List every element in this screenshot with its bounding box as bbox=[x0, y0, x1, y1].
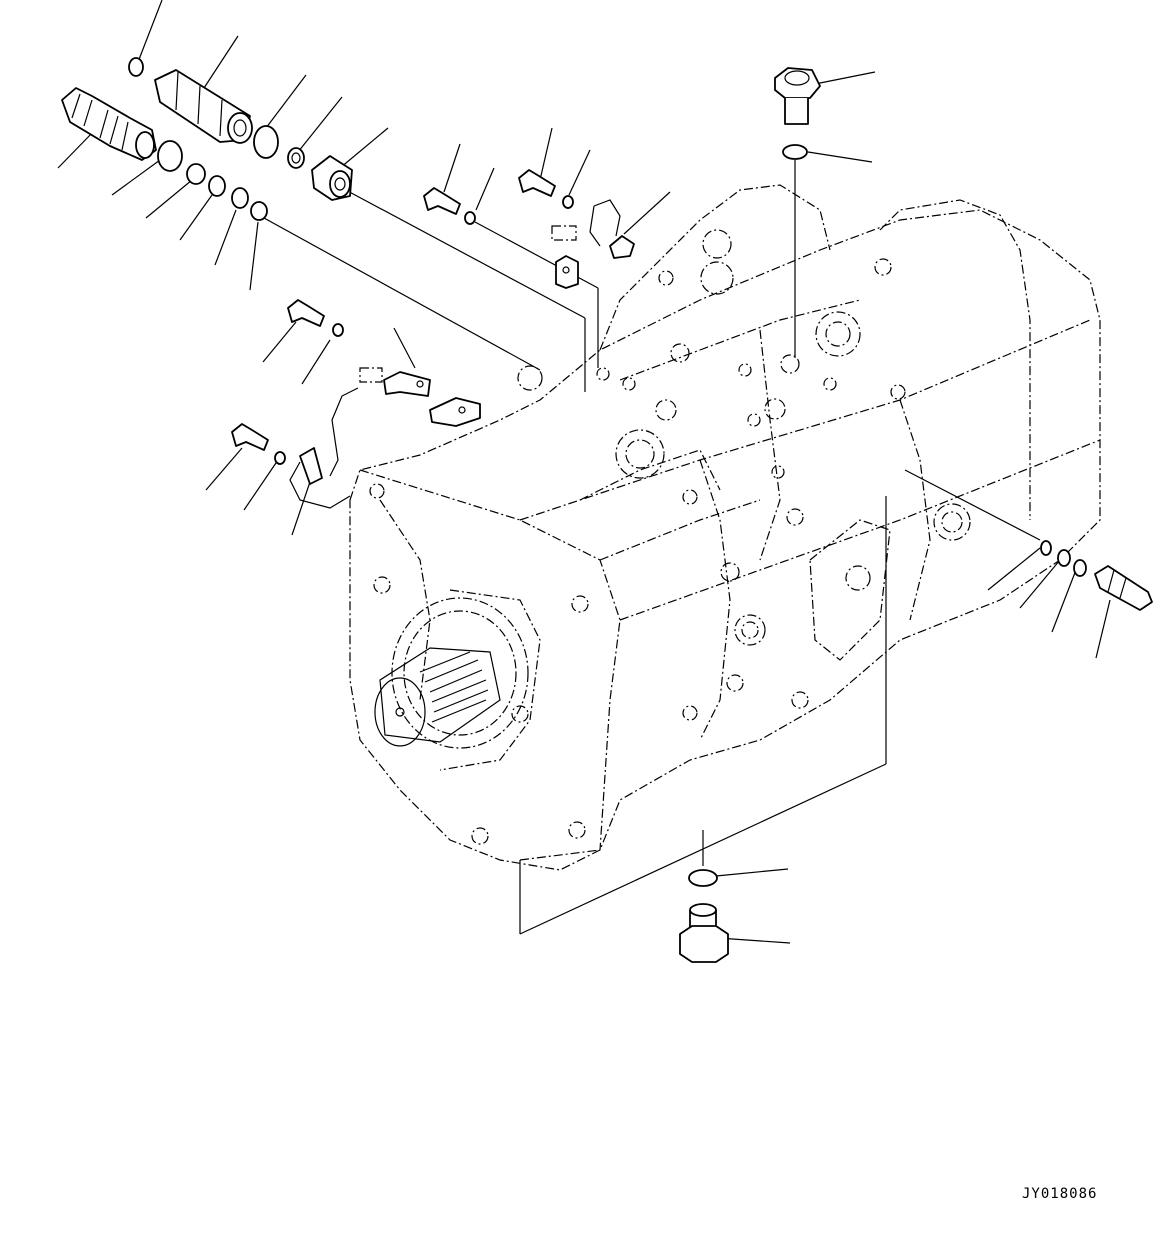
sensor-connector bbox=[429, 397, 481, 427]
spool-valve bbox=[154, 69, 253, 144]
drive-shaft bbox=[374, 597, 529, 749]
nut-small bbox=[287, 147, 305, 169]
bolt-bracket-upper bbox=[423, 169, 635, 289]
bolt-clamp-lower bbox=[231, 423, 351, 509]
plug-bottom bbox=[679, 869, 729, 963]
drawing-code: JY018086 bbox=[1022, 1186, 1098, 1202]
right-fitting bbox=[1040, 540, 1153, 611]
sleeve-plug bbox=[311, 155, 353, 201]
o-ring-large bbox=[253, 125, 279, 159]
leader-lines bbox=[57, 0, 1111, 944]
pump-housing-outline bbox=[349, 184, 1101, 871]
bolt-bracket-middle bbox=[287, 299, 431, 477]
o-ring-set-left bbox=[157, 140, 268, 221]
plug-top bbox=[774, 67, 821, 160]
housing-ports bbox=[369, 229, 971, 845]
relief-valve-cartridge bbox=[61, 87, 157, 161]
o-ring-small-top bbox=[128, 57, 144, 77]
